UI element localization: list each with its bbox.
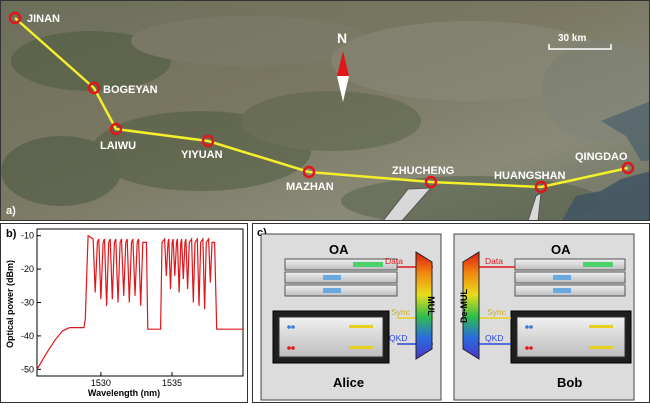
station-marker-mazhan — [302, 165, 316, 179]
spectrum-panel: -10 -20 -30 -40 -50 1530 1535 Wavelength (nm)… — [0, 223, 248, 403]
bob-sync-label: Sync — [487, 307, 507, 317]
bob-demultiplexer — [462, 251, 480, 360]
y-tick-label: -10 — [21, 231, 34, 241]
station-label-laiwu: LAIWU — [100, 140, 136, 152]
station-label-bogeyan: BOGEYAN — [103, 84, 158, 96]
spectrum-line — [36, 234, 243, 370]
alice-amplifier — [284, 258, 398, 297]
x-axis: 1530 1535 — [91, 372, 182, 388]
panel-label-b: b) — [6, 228, 17, 240]
alice-qkd-label: QKD — [389, 333, 407, 343]
alice-amp-label: OA — [329, 242, 349, 257]
callout-huangshan — [527, 192, 542, 220]
y-tick-label: -30 — [21, 298, 34, 308]
x-axis-label: Wavelength (nm) — [88, 388, 160, 398]
alice-data-label: Data — [385, 256, 403, 266]
bob-data-label: Data — [485, 256, 503, 266]
bob-name: Bob — [557, 375, 582, 390]
y-axis: -10 -20 -30 -40 -50 — [21, 231, 41, 374]
satellite-map: JINAN BOGEYAN LAIWU YIYUAN MAZHAN ZHUCHE… — [1, 1, 649, 220]
station-markers — [8, 11, 635, 194]
setup-panel: c) OA — [252, 223, 650, 403]
alice-mux-label: MUL — [426, 296, 436, 316]
scale-bar — [548, 44, 612, 50]
station-marker-zhucheng — [424, 175, 438, 189]
bob-qkd-label: QKD — [485, 333, 503, 343]
alice-multiplexer — [415, 251, 433, 360]
station-label-mazhan: MAZHAN — [286, 181, 334, 193]
alice-sync-label: Sync — [391, 307, 411, 317]
scale-label: 30 km — [558, 33, 586, 44]
alice-station: OA — [260, 233, 442, 401]
bob-demux-label: De-MUL — [459, 289, 469, 323]
station-label-zhucheng: ZHUCHENG — [392, 165, 454, 177]
bob-station: OA — [453, 233, 635, 401]
station-label-yiyuan: YIYUAN — [181, 149, 223, 161]
compass-north-icon — [337, 51, 349, 76]
x-tick-label: 1535 — [162, 378, 182, 388]
station-marker-jinan — [8, 11, 22, 25]
fiber-route — [14, 17, 629, 189]
station-label-qingdao: QINGDAO — [575, 151, 628, 163]
callout-zhucheng — [383, 187, 433, 220]
bay-area — [601, 101, 649, 161]
sea-area — [562, 171, 649, 220]
station-marker-laiwu — [109, 122, 123, 136]
station-marker-huangshan — [534, 180, 548, 194]
station-marker-yiyuan — [201, 134, 215, 148]
x-tick-label: 1530 — [91, 378, 111, 388]
alice-qkd-server — [272, 310, 390, 364]
y-tick-label: -40 — [21, 331, 34, 341]
panel-label-c: c) — [257, 227, 267, 239]
setup-diagram: c) OA — [257, 227, 635, 401]
bob-amp-label: OA — [551, 242, 571, 257]
map-panel: JINAN BOGEYAN LAIWU YIYUAN MAZHAN ZHUCHE… — [0, 0, 650, 221]
station-marker-bogeyan — [87, 81, 101, 95]
y-axis-label: Optical power (dBm) — [5, 260, 15, 348]
station-label-jinan: JINAN — [27, 13, 60, 25]
bob-qkd-server — [510, 310, 632, 364]
station-label-huangshan: HUANGSHAN — [494, 170, 566, 182]
alice-name: Alice — [333, 375, 364, 390]
y-tick-label: -20 — [21, 264, 34, 274]
compass-south-icon — [337, 76, 349, 102]
bob-amplifier — [514, 258, 626, 297]
panel-label-a: a) — [6, 205, 16, 217]
spectrum-chart: -10 -20 -30 -40 -50 1530 1535 Wavelength (nm)… — [5, 228, 244, 398]
compass-letter: N — [337, 30, 347, 46]
station-marker-qingdao — [621, 161, 635, 175]
y-tick-label: -50 — [21, 364, 34, 374]
